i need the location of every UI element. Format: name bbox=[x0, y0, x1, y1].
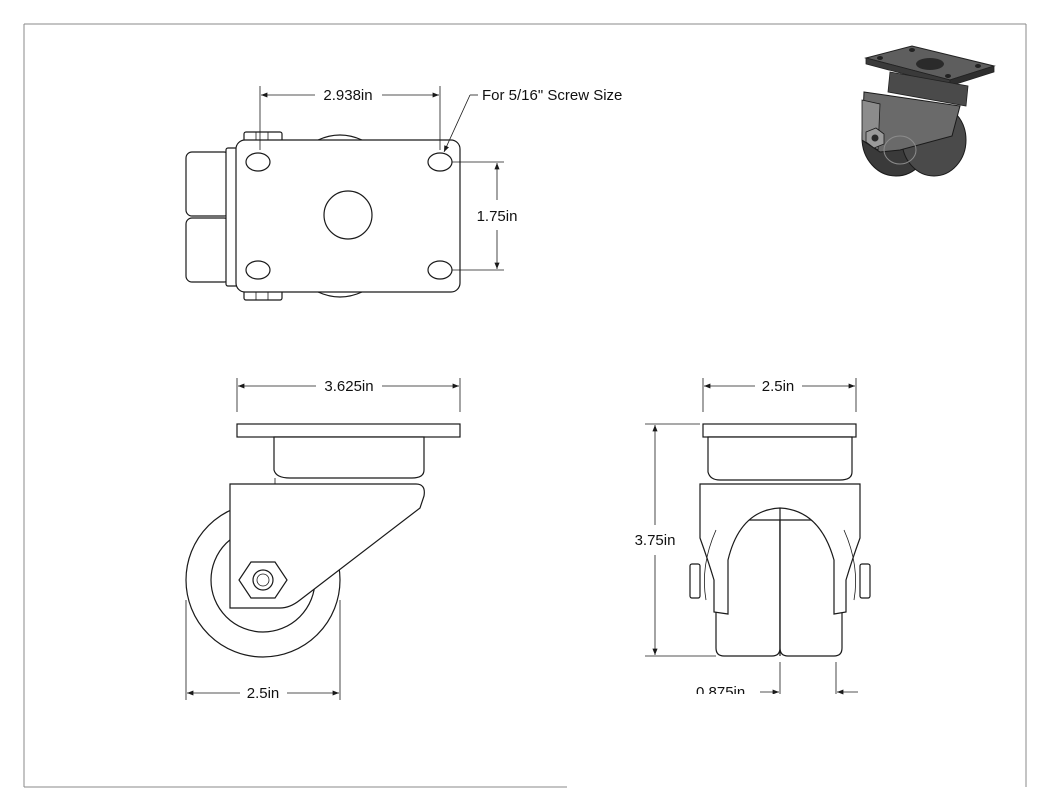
dim-wheel-width: 0.875in bbox=[690, 662, 858, 708]
isometric-caster-preview bbox=[861, 45, 996, 177]
dim-label-top-width: 2.938in bbox=[323, 87, 372, 104]
dim-label-front-width: 2.5in bbox=[762, 378, 795, 395]
dim-top-height: 1.75in bbox=[452, 161, 518, 271]
dim-top-width: 2.938in bbox=[259, 86, 441, 150]
dim-label-overall-height: 3.75in bbox=[635, 532, 676, 549]
dim-side-width: 3.625in bbox=[236, 378, 461, 412]
dim-label-screw-note: For 5/16" Screw Size bbox=[482, 87, 622, 104]
drawing-border bbox=[23, 23, 1027, 788]
front-view bbox=[689, 423, 871, 657]
dim-label-wheel-diameter: 2.5in bbox=[247, 685, 280, 702]
dim-overall-height: 3.75in bbox=[635, 423, 716, 657]
dim-label-top-height: 1.75in bbox=[477, 208, 518, 225]
dim-label-side-width: 3.625in bbox=[324, 378, 373, 395]
side-view bbox=[185, 423, 461, 658]
dim-screw-note: For 5/16" Screw Size bbox=[443, 87, 622, 153]
dim-front-width: 2.5in bbox=[702, 378, 857, 412]
top-view bbox=[185, 131, 461, 301]
dim-wheel-diameter: 2.5in bbox=[185, 600, 341, 702]
